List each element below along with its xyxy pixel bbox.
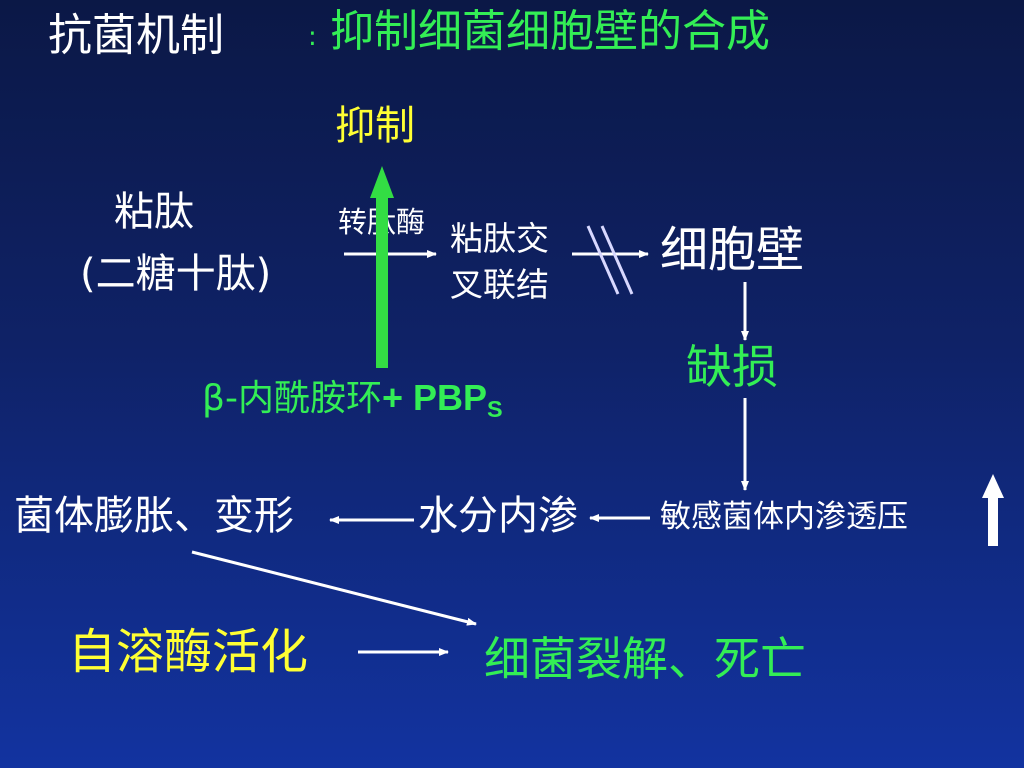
- water-influx-label: 水分内渗: [418, 493, 578, 539]
- peptidoglycan-label: 粘肽: [114, 189, 194, 235]
- arrow-swelling-to-lysis: [191, 550, 477, 626]
- crosslink-line2: 叉联结: [450, 265, 549, 304]
- peptidoglycan-detail: (二糖十肽): [80, 251, 272, 297]
- beta-lactam-text: β-内酰胺环: [202, 378, 382, 419]
- slide-subtitle: 抑制细菌细胞壁的合成: [330, 6, 770, 57]
- crosslink-line1: 粘肽交: [450, 219, 549, 258]
- swelling-label: 菌体膨胀、变形: [14, 493, 294, 539]
- block-mark-2: [600, 225, 634, 295]
- beta-lactam-label: β-内酰胺环+ PBPS: [202, 380, 503, 421]
- defect-label: 缺损: [686, 340, 778, 394]
- osmotic-increase-head: [982, 474, 1004, 498]
- osmotic-increase-shaft: [988, 496, 998, 546]
- pbp-subscript: S: [487, 396, 503, 423]
- cell-wall-label: 细胞壁: [660, 222, 805, 278]
- block-mark-1: [586, 225, 620, 295]
- inhibit-label: 抑制: [335, 103, 415, 149]
- pbp-text: + PBP: [381, 377, 488, 418]
- inhibit-arrow-shaft: [376, 196, 388, 368]
- osmotic-label: 敏感菌体内渗透压: [660, 499, 908, 535]
- lysis-label: 细菌裂解、死亡: [484, 632, 806, 686]
- title-colon: :: [308, 22, 317, 52]
- slide-title: 抗菌机制: [48, 10, 224, 61]
- autolysin-label: 自溶酶活化: [68, 624, 309, 680]
- inhibit-arrow-head: [370, 166, 394, 198]
